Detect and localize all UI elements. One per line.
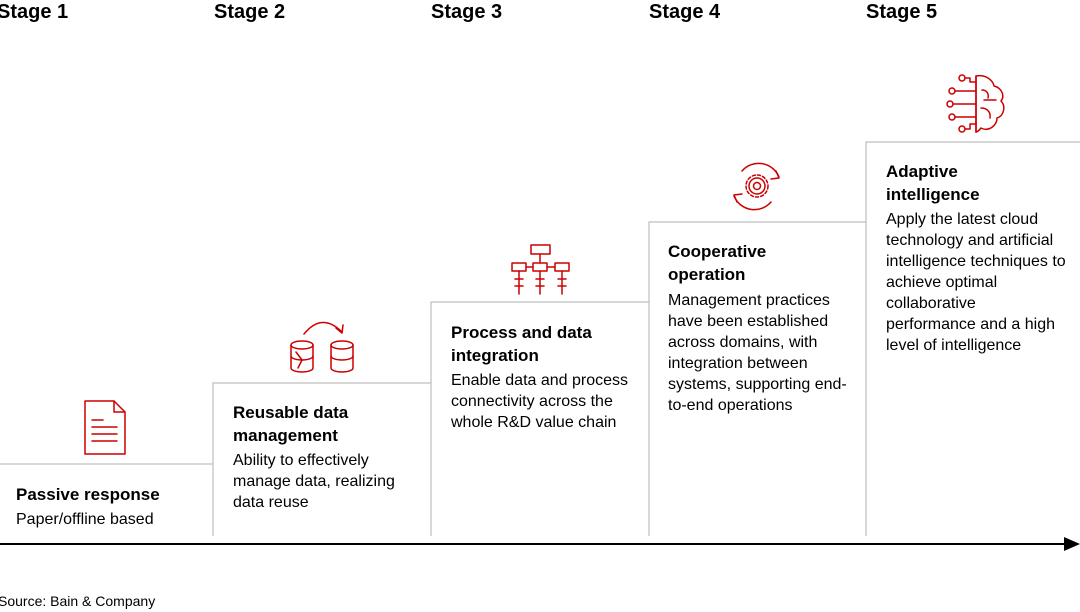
- process-network-icon: [511, 244, 570, 295]
- stage-4-label: Stage 4: [649, 1, 721, 23]
- database-reuse-icon: [290, 321, 354, 373]
- stage-5-label: Stage 5: [866, 1, 938, 23]
- document-icon: [84, 400, 126, 455]
- ai-brain-icon: [946, 74, 1005, 133]
- stage-4-description: Management practices have been establish…: [668, 292, 847, 414]
- stage-3-description: Enable data and process connectivity acr…: [451, 372, 629, 431]
- gear-cycle-icon: [733, 162, 780, 211]
- stage-2-description: Ability to effectively manage data, real…: [233, 452, 395, 511]
- timeline-arrow: [0, 537, 1080, 551]
- stage-1-label: Stage 1: [0, 1, 69, 23]
- stage-4-title: Cooperative operation: [668, 242, 767, 284]
- source-note: Source: Bain & Company: [0, 593, 156, 609]
- stage-5-title: Adaptive intelligence: [886, 162, 980, 204]
- stage-2-title: Reusable data management: [233, 403, 349, 445]
- stage-3-label: Stage 3: [431, 1, 503, 23]
- stage-2-label: Stage 2: [214, 1, 286, 23]
- stage-5-description: Apply the latest cloud technology and ar…: [886, 211, 1066, 354]
- stage-1-title: Passive response: [16, 485, 160, 504]
- stage-1-description: Paper/offline based: [16, 511, 154, 528]
- staircase-lines: [0, 141, 1080, 536]
- stage-3-title: Process and data integration: [451, 323, 592, 365]
